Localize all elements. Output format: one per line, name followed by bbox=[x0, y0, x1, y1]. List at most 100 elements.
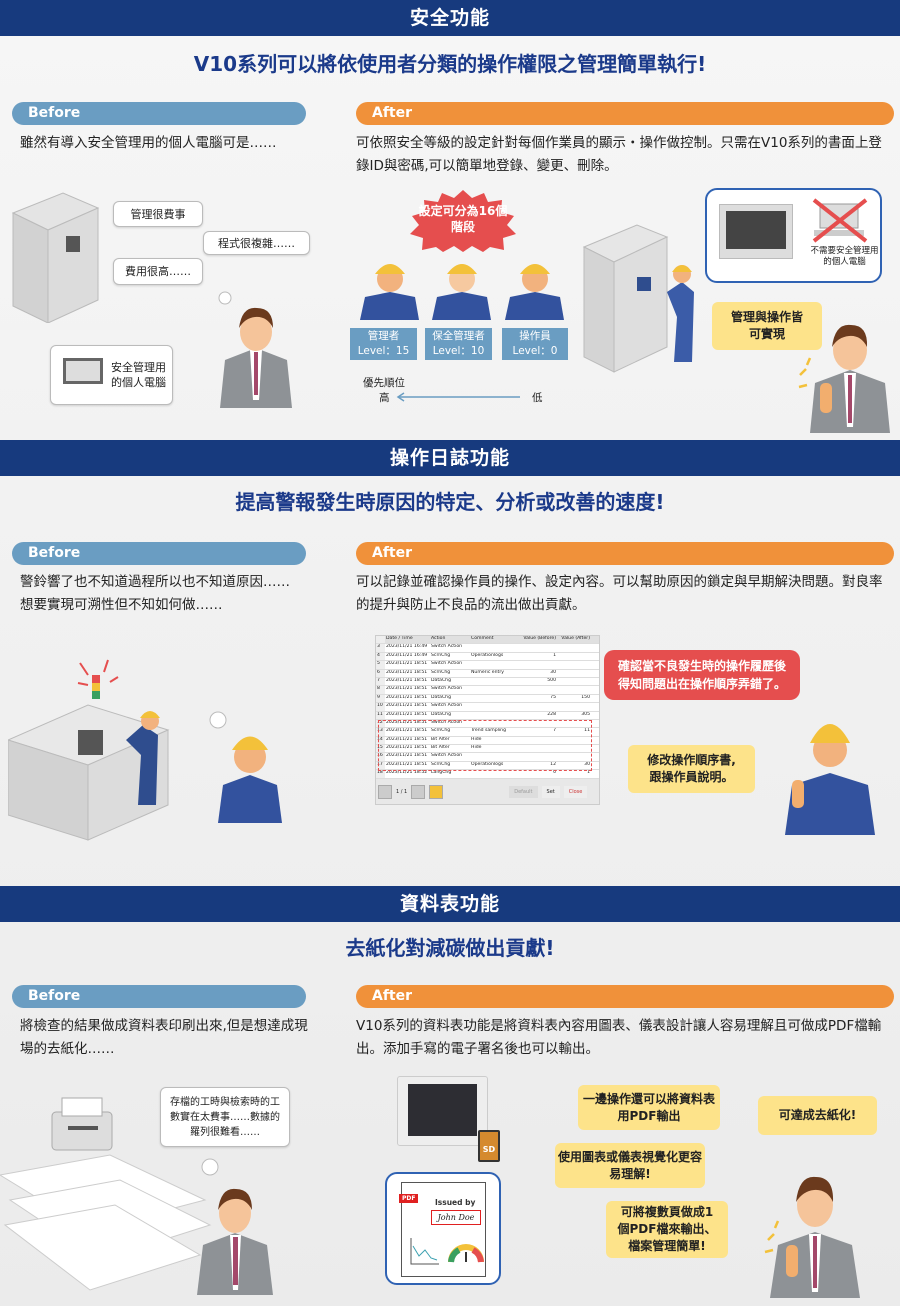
row-number: 4 bbox=[376, 652, 385, 661]
role-label: 操作員 bbox=[519, 330, 551, 342]
section-subtitle: 提高警報發生時原因的特定、分析或改善的速度! bbox=[235, 490, 665, 514]
default-button[interactable]: Default bbox=[509, 786, 538, 798]
table-cell: 11 bbox=[584, 728, 590, 734]
table-cell: 2023/11/21 18:51 bbox=[386, 761, 428, 767]
row-number: 15 bbox=[376, 745, 385, 753]
table-cell: 2023/11/21 18:51 bbox=[386, 669, 428, 675]
speech-bubble: 程式很複雜…… bbox=[203, 231, 310, 255]
table-cell bbox=[556, 703, 590, 710]
table-cell: 2023/11/21 18:51 bbox=[386, 703, 428, 709]
table-cell: 75 bbox=[550, 694, 556, 700]
pdf-document bbox=[401, 1182, 486, 1277]
before-text: 雖然有導入安全管理用的個人電腦可是…… bbox=[20, 135, 277, 151]
table-cell bbox=[556, 661, 590, 668]
before-label: Before bbox=[12, 102, 306, 125]
signature-box: John Doe bbox=[431, 1210, 481, 1225]
row-number: 7 bbox=[376, 677, 385, 686]
priority-high: 高 bbox=[379, 392, 390, 404]
table-cell bbox=[470, 712, 518, 719]
role-label: 管理者 bbox=[367, 330, 400, 342]
pc-bubble: 安全管理用的個人電腦 bbox=[50, 345, 173, 405]
table-cell: Numeric entry bbox=[471, 669, 504, 675]
table-cell: 12 bbox=[550, 761, 556, 767]
table-cell bbox=[518, 703, 556, 710]
before-text: 將檢查的結果做成資料表印刷出來,但是想達成現場的去紙化…… bbox=[20, 1018, 308, 1057]
table-cell: 30 bbox=[550, 669, 556, 675]
level-box-admin: 管理者 Level：15 bbox=[350, 328, 417, 360]
table-cell: Switch Action bbox=[431, 719, 463, 725]
section-header-security: 安全功能 bbox=[0, 0, 900, 36]
level-value: Level：15 bbox=[357, 345, 410, 357]
happy-businessman-illustration bbox=[764, 1176, 860, 1298]
after-label: After bbox=[356, 985, 894, 1008]
row-number: 5 bbox=[376, 661, 385, 669]
section-subtitle: 去紙化對減碳做出貢獻! bbox=[345, 936, 555, 960]
column-header[interactable]: Date / Time bbox=[386, 636, 413, 641]
benefit-bubble-3: 可將複數頁做成1個PDF檔來輸出、檔案管理簡單! bbox=[606, 1201, 728, 1258]
table-cell: 2023/11/21 18:51 bbox=[386, 736, 428, 742]
table-cell: 500 bbox=[547, 677, 556, 683]
issued-by-label: Issued by bbox=[435, 1198, 476, 1207]
before-text-line2: 想要實現可溯性但不知如何做…… bbox=[20, 597, 223, 613]
no-pc-text: 不需要安全管理用的個人電腦 bbox=[810, 246, 879, 267]
worry-bubble: 存檔的工時與檢索時的工數實在太費事……數據的羅列很難看…… bbox=[160, 1087, 290, 1147]
pc-bubble-text: 安全管理用的個人電腦 bbox=[111, 361, 166, 389]
column-header[interactable]: Comment bbox=[471, 636, 494, 641]
table-cell bbox=[470, 678, 518, 685]
column-header[interactable]: Value (Before) bbox=[523, 636, 556, 641]
table-cell bbox=[556, 644, 590, 651]
table-cell: 1 bbox=[553, 652, 556, 658]
after-text: 可依照安全等級的設定針對每個作業員的顯示・操作做控制。只需在V10系列的書面上登… bbox=[356, 135, 882, 174]
table-cell: Bit Alter bbox=[431, 736, 450, 742]
close-button[interactable]: Close bbox=[563, 786, 588, 798]
table-cell: 2023/11/21 18:51 bbox=[386, 661, 428, 667]
starburst-badge bbox=[410, 190, 516, 252]
after-text: 可以記錄並確認操作員的操作、設定內容。可以幫助原因的鎖定與早期解決問題。對良率的… bbox=[356, 574, 883, 613]
priority-label: 優先順位 bbox=[363, 377, 405, 389]
sd-card-icon: SD bbox=[478, 1130, 500, 1162]
table-cell bbox=[470, 703, 518, 710]
table-cell: 2023/11/21 18:51 bbox=[386, 694, 428, 700]
table-cell: 2023/11/21 18:51 bbox=[386, 719, 428, 725]
hmi-callout: 不需要安全管理用的個人電腦 bbox=[705, 188, 882, 283]
table-cell: 0 bbox=[553, 770, 556, 776]
table-cell bbox=[556, 653, 590, 660]
column-header[interactable]: Action bbox=[431, 636, 446, 641]
table-cell: 2023/11/21 16:49 bbox=[386, 644, 428, 650]
role-label: 保全管理者 bbox=[432, 330, 485, 342]
table-cell bbox=[518, 644, 556, 651]
table-cell bbox=[556, 670, 590, 677]
prev-page-button[interactable] bbox=[378, 785, 392, 799]
row-number: 18 bbox=[376, 770, 385, 778]
search-button[interactable] bbox=[429, 785, 444, 799]
result-bubble: 修改操作順序書,跟操作員說明。 bbox=[628, 745, 755, 793]
table-cell: 2023/11/21 18:51 bbox=[386, 728, 428, 734]
table-cell: Hide bbox=[471, 736, 482, 742]
column-header[interactable]: Value (After) bbox=[561, 636, 590, 641]
table-cell bbox=[518, 686, 556, 693]
next-page-button[interactable] bbox=[411, 785, 426, 799]
table-cell: 2023/11/21 16:49 bbox=[386, 652, 428, 658]
section-header-data-sheet: 資料表功能 bbox=[0, 886, 900, 922]
table-cell: Trend sampling bbox=[471, 728, 507, 734]
set-button[interactable]: Set bbox=[541, 786, 560, 798]
table-cell: Operationlogs bbox=[471, 652, 504, 658]
